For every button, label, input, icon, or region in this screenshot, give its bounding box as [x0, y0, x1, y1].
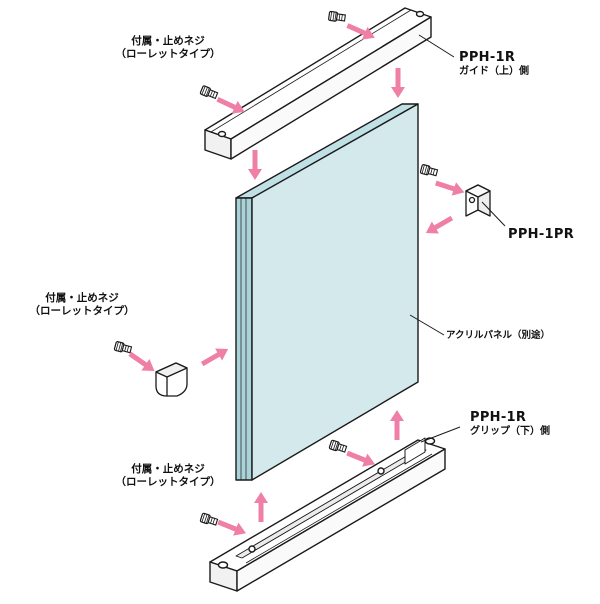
guide-name: ガイド（上）側: [459, 65, 529, 77]
side-clamp-icon: [155, 362, 188, 397]
thumb-screw-icon: [419, 163, 439, 178]
leader-line: [409, 34, 506, 443]
grip-label: PPH-1R グリップ（下）側: [470, 410, 550, 438]
screw-label-mid: 付属・止めネジ （ローレットタイプ）: [22, 292, 142, 317]
screw-label-line1: 付属・止めネジ: [45, 292, 119, 304]
guide-label: PPH-1R ガイド（上）側: [459, 50, 529, 78]
guide-code: PPH-1R: [459, 50, 516, 65]
screw-label-line1: 付属・止めネジ: [131, 463, 205, 475]
arrow-icon: [422, 211, 456, 240]
acrylic-panel: [235, 103, 419, 481]
screw-label-line2: （ローレットタイプ）: [115, 475, 221, 488]
arrow-icon: [125, 348, 159, 377]
thumb-screw-icon: [199, 512, 219, 528]
screw-label-line2: （ローレットタイプ）: [115, 47, 221, 60]
grip-name: グリップ（下）側: [470, 425, 550, 437]
thumb-screw-icon: [328, 439, 348, 455]
arrow-icon: [390, 410, 404, 440]
arrow-icon: [433, 176, 467, 199]
arrow-icon: [215, 515, 249, 540]
grip-rail-bottom: [209, 437, 446, 592]
screw-label-top: 付属・止めネジ （ローレットタイプ）: [108, 35, 228, 60]
arrow-icon: [254, 492, 268, 522]
screw-label-line2: （ローレットタイプ）: [29, 304, 135, 317]
bracket-code: PPH-1PR: [508, 227, 575, 242]
screw-label-line1: 付属・止めネジ: [131, 35, 205, 47]
panel-label: アクリルパネル（別途）: [446, 330, 551, 341]
arrow-icon: [198, 342, 232, 371]
thumb-screw-icon: [327, 10, 347, 24]
arrow-icon: [248, 150, 262, 180]
arrow-icon: [391, 68, 405, 98]
grip-code: PPH-1R: [470, 410, 527, 425]
thumb-screw-icon: [199, 84, 219, 101]
bracket-icon: [465, 184, 491, 217]
thumb-screw-icon: [113, 340, 133, 355]
screw-label-bottom: 付属・止めネジ （ローレットタイプ）: [108, 463, 228, 488]
guide-rail-top: [204, 7, 432, 160]
